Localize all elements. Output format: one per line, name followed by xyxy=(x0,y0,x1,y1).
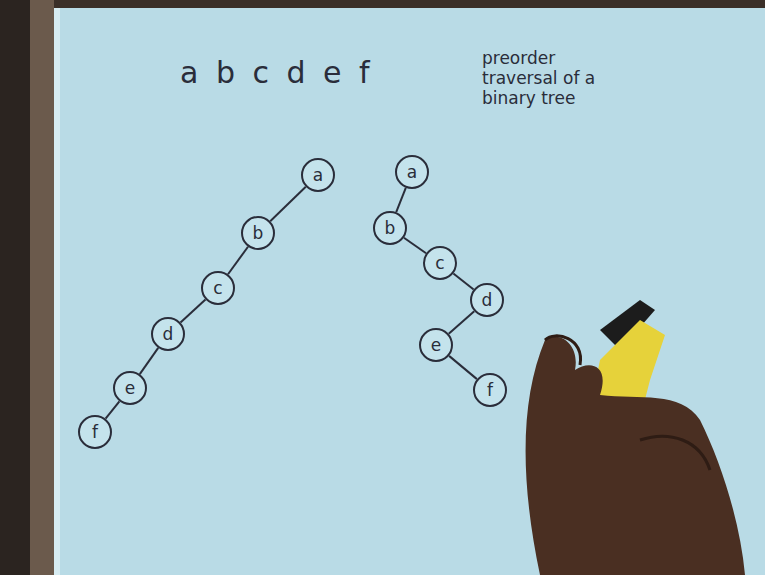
tree-edge xyxy=(449,311,475,334)
node-letter: c xyxy=(435,255,444,272)
node-letter: a xyxy=(313,167,323,184)
node-letter: e xyxy=(431,337,441,354)
tree-edge xyxy=(106,401,120,418)
tree-edge xyxy=(181,300,206,323)
node-letter: c xyxy=(213,280,222,297)
node-letter: f xyxy=(92,424,98,441)
tree-node-circle: d xyxy=(470,283,504,317)
tree-node-circle: b xyxy=(373,211,407,245)
tree-node-circle: f xyxy=(473,373,507,407)
board-top-frame xyxy=(0,0,765,8)
hand-with-marker xyxy=(526,300,745,575)
node-letter: e xyxy=(125,380,135,397)
node-letter: b xyxy=(385,220,396,237)
tree-node-circle: c xyxy=(423,246,457,280)
node-letter: f xyxy=(487,382,493,399)
sequence-label: a b c d e f xyxy=(180,55,400,90)
tree-node-circle: a xyxy=(301,158,335,192)
heading-note: preorder traversal of a binary tree xyxy=(482,48,632,108)
tree-edge xyxy=(228,247,248,275)
node-letter: d xyxy=(163,326,174,343)
tree-node-circle: c xyxy=(201,271,235,305)
tree-edge xyxy=(404,238,426,254)
node-letter: b xyxy=(253,225,264,242)
tree-edge xyxy=(453,274,473,290)
board-left-edge xyxy=(30,0,54,575)
tree-node-circle: e xyxy=(113,371,147,405)
tree-node-circle: a xyxy=(395,155,429,189)
tree-edge xyxy=(449,356,477,379)
tree-edge xyxy=(270,187,306,221)
node-letter: a xyxy=(407,164,417,181)
tree-node-circle: d xyxy=(151,317,185,351)
node-letter: d xyxy=(482,292,493,309)
tree-node-circle: e xyxy=(419,328,453,362)
board-left-frame xyxy=(0,0,30,575)
tree-node-circle: b xyxy=(241,216,275,250)
tree-node-circle: f xyxy=(78,415,112,449)
tree-edge xyxy=(396,188,406,212)
board-border xyxy=(54,8,60,575)
tree-edge xyxy=(140,348,158,374)
